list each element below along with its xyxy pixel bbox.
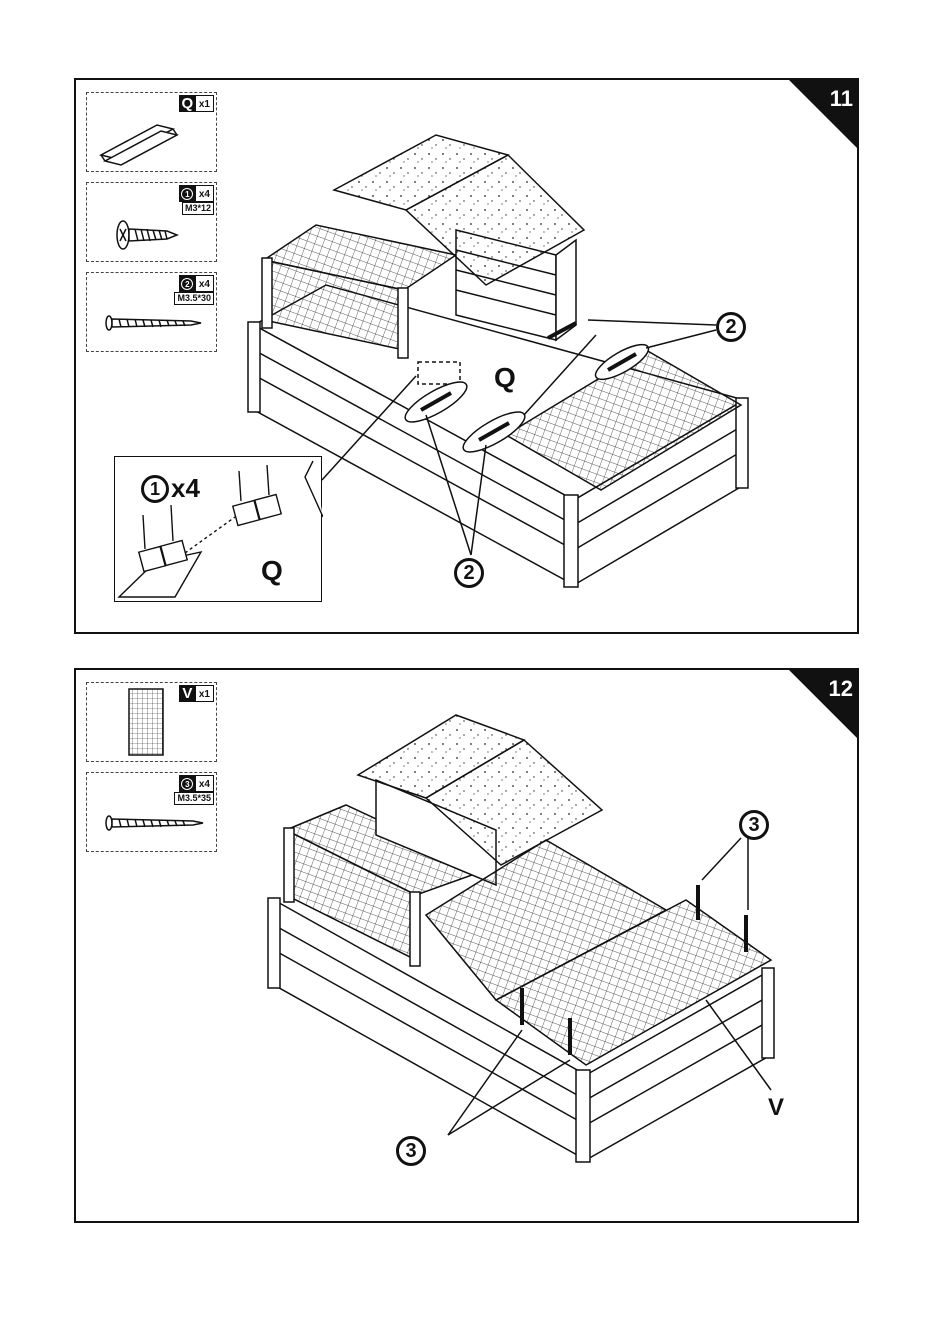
callout-screw-3-lower: 3: [396, 1136, 426, 1166]
hinge-icon: [115, 457, 323, 603]
hutch-final-illustration: [76, 670, 861, 1225]
step-11-panel: 11 Q x1 1 x4 M3*12: [74, 78, 859, 634]
callout-screw-3-upper: 3: [739, 810, 769, 840]
hinge-detail-inset: 1 x4 Q: [114, 456, 322, 602]
part-label-v: V: [768, 1094, 784, 1122]
callout-screw-2-lower: 2: [454, 558, 484, 588]
callout-screw-2-upper: 2: [716, 312, 746, 342]
step-12-panel: 12 V x1 3 x4 M3.5*35: [74, 668, 859, 1223]
part-label-q: Q: [494, 362, 516, 394]
